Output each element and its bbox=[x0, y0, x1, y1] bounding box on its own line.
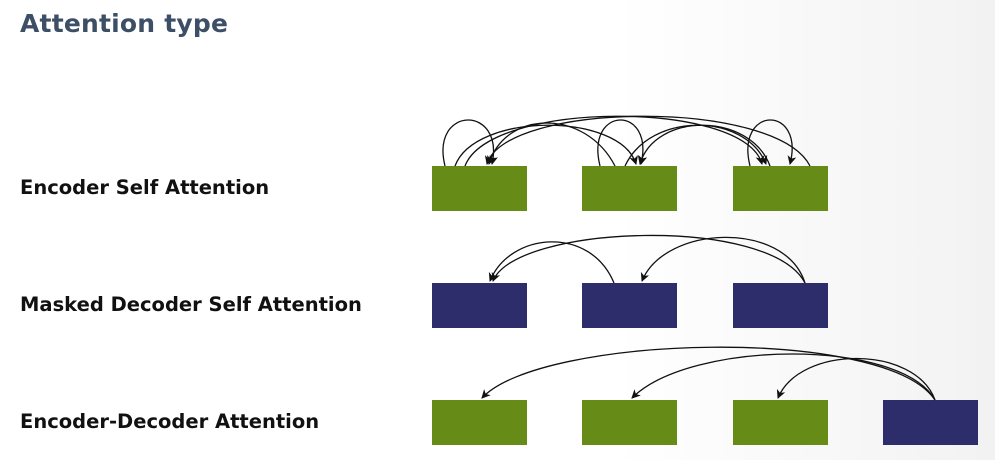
decoder-block-3 bbox=[733, 283, 828, 328]
self-attention-arrow bbox=[637, 124, 771, 167]
decoder-block bbox=[883, 400, 978, 445]
encoder-block-2 bbox=[582, 400, 677, 445]
self-attention-arrow bbox=[486, 122, 616, 167]
encoder-block-3 bbox=[733, 166, 828, 211]
self-attention-arrow bbox=[464, 115, 765, 167]
self-attention-arrow bbox=[597, 119, 648, 167]
row-label-encoder-decoder-attention: Encoder-Decoder Attention bbox=[20, 410, 320, 433]
self-attention-arrow bbox=[624, 124, 768, 167]
encoder-block-1 bbox=[432, 166, 527, 211]
encoder-block-1 bbox=[432, 400, 527, 445]
cross-attention-arrow bbox=[776, 357, 936, 401]
cross-attention-arrow bbox=[631, 353, 936, 401]
self-attention-arrow bbox=[747, 119, 797, 167]
encoder-block-3 bbox=[733, 400, 828, 445]
row-label-masked-decoder-self-attention: Masked Decoder Self Attention bbox=[20, 293, 362, 316]
encoder-self-attention-row bbox=[432, 115, 828, 211]
masked-attention-arrow bbox=[491, 234, 806, 284]
encoder-decoder-attention-row bbox=[432, 346, 978, 445]
self-attention-arrow bbox=[442, 119, 499, 167]
decoder-block-1 bbox=[432, 283, 527, 328]
masked-attention-arrow bbox=[640, 236, 806, 284]
cross-attention-arrow bbox=[481, 346, 936, 401]
encoder-block-2 bbox=[582, 166, 677, 211]
page-title: Attention type bbox=[20, 9, 229, 38]
row-label-encoder-self-attention: Encoder Self Attention bbox=[20, 176, 270, 199]
decoder-block-2 bbox=[582, 283, 677, 328]
self-attention-arrow bbox=[454, 124, 638, 167]
masked-decoder-self-attention-row bbox=[432, 234, 828, 328]
masked-attention-arrow bbox=[488, 241, 615, 284]
